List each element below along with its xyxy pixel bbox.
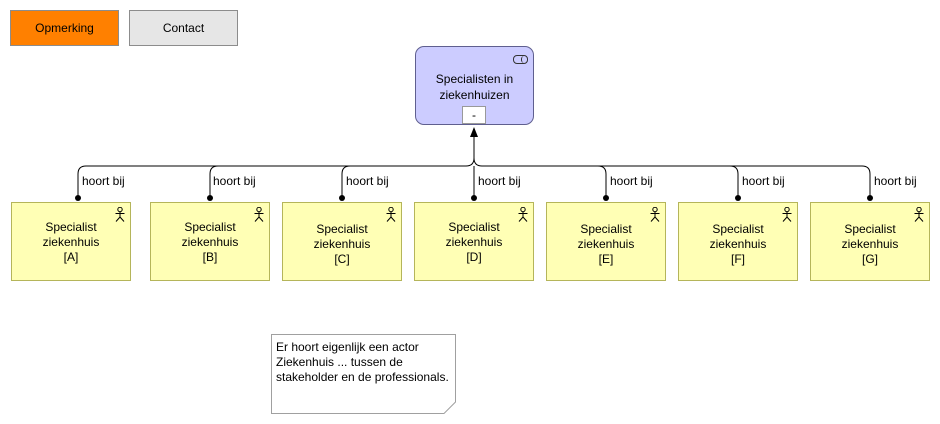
relation-line-e[interactable] [597, 165, 607, 198]
actor-icon [518, 207, 528, 222]
relation-label-c: hoort bij [346, 174, 389, 188]
actor-icon [782, 207, 792, 222]
relation-label-f: hoort bij [742, 174, 785, 188]
note-shape [271, 334, 456, 414]
relation-label-g: hoort bij [874, 174, 917, 188]
arrowhead [470, 127, 478, 137]
relation-label-e: hoort bij [610, 174, 653, 188]
note-text: Er hoort eigenlijk een actor Ziekenhuis … [276, 340, 449, 384]
relation-line-a[interactable] [77, 157, 475, 198]
actor-icon [650, 207, 660, 222]
collapse-button[interactable]: - [462, 106, 486, 124]
contact-button[interactable]: Contact [129, 10, 238, 46]
relation-line-b[interactable] [209, 165, 219, 198]
opmerking-button[interactable]: Opmerking [10, 10, 119, 46]
business-service-icon [513, 55, 528, 64]
actor-icon [386, 207, 396, 222]
actor-icon [115, 207, 125, 222]
relation-line-g[interactable] [473, 157, 871, 198]
actor-icon [914, 207, 924, 222]
service-node-title: Specialisten in ziekenhuizen [435, 72, 514, 102]
relation-label-d: hoort bij [478, 174, 521, 188]
relation-line-c[interactable] [341, 165, 351, 198]
service-node-specialisten[interactable]: Specialisten in ziekenhuizen - [415, 46, 534, 125]
relation-label-b: hoort bij [213, 174, 256, 188]
note-element[interactable]: Er hoort eigenlijk een actor Ziekenhuis … [271, 334, 456, 414]
actor-icon [254, 207, 264, 222]
relation-label-a: hoort bij [82, 174, 125, 188]
relation-line-f[interactable] [729, 165, 739, 198]
